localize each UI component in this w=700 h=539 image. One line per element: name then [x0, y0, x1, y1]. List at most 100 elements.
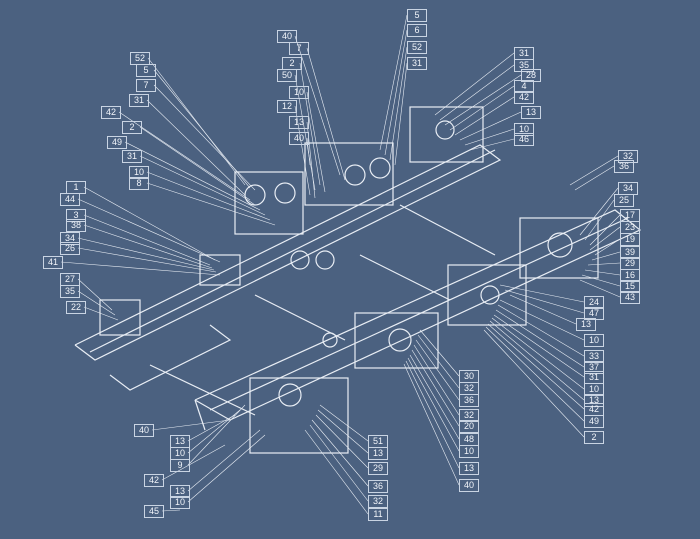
callout-label: 7: [136, 79, 156, 92]
leader-line: [581, 274, 621, 287]
callout-label: 26: [60, 242, 80, 255]
callout-label: 31: [407, 57, 427, 70]
callout-label: 2: [584, 431, 604, 444]
leader-line: [161, 444, 226, 481]
callout-label: 33: [584, 350, 604, 363]
leader-line: [417, 334, 460, 389]
leader-line: [60, 261, 221, 276]
leader-line: [77, 290, 116, 316]
leader-line: [584, 269, 621, 276]
leader-line: [187, 429, 261, 492]
callout-label: 28: [521, 69, 541, 82]
leader-line: [161, 509, 181, 512]
leader-line: [306, 91, 326, 193]
leader-line: [384, 29, 408, 156]
callout-label: 50: [277, 69, 297, 82]
leader-line: [487, 323, 585, 410]
leader-line: [317, 409, 369, 454]
leader-line: [407, 357, 460, 452]
leader-line: [139, 155, 266, 216]
callout-label: 40: [277, 30, 297, 43]
leader-line: [394, 62, 408, 166]
leader-line: [83, 224, 213, 269]
callout-label: 20: [459, 420, 479, 433]
leader-line: [459, 111, 522, 141]
leader-line: [491, 317, 585, 390]
callout-label: 3: [66, 209, 86, 222]
callout-label: 36: [368, 480, 388, 493]
callout-label: 13: [170, 485, 190, 498]
leader-line: [294, 105, 311, 196]
callout-label: 16: [620, 269, 640, 282]
leader-line: [309, 424, 369, 502]
leader-line: [306, 47, 346, 181]
callout-label: 39: [620, 246, 640, 259]
callout-label: 38: [66, 219, 86, 232]
leader-line: [151, 419, 231, 431]
leader-line: [77, 278, 113, 311]
callout-label: 42: [514, 91, 534, 104]
leader-line: [405, 360, 460, 469]
leader-line: [77, 198, 221, 263]
leader-line: [153, 84, 256, 191]
leader-line: [444, 74, 522, 126]
callout-label: 32: [368, 495, 388, 508]
callout-label: 52: [407, 41, 427, 54]
leader-line: [485, 326, 585, 422]
leader-line: [147, 57, 246, 186]
callout-label: 35: [514, 59, 534, 72]
callout-label: 44: [60, 193, 80, 206]
callout-label: 32: [618, 150, 638, 163]
callout-label: 31: [129, 94, 149, 107]
leader-line: [153, 69, 251, 189]
leader-line: [589, 226, 621, 251]
leader-line: [594, 238, 621, 256]
leader-line: [469, 138, 515, 151]
callout-label: 10: [584, 334, 604, 347]
callout-label: 7: [289, 42, 309, 55]
leader-line: [77, 247, 217, 273]
leader-line: [294, 35, 341, 176]
callout-label: 36: [459, 394, 479, 407]
leader-line: [83, 186, 216, 261]
leader-line: [389, 46, 408, 161]
leader-line: [434, 52, 515, 116]
callout-label: 34: [60, 232, 80, 245]
callout-label: 45: [144, 505, 164, 518]
callout-label: 4: [514, 80, 534, 93]
leader-line: [587, 262, 621, 266]
leader-line: [299, 62, 321, 186]
leader-line: [584, 199, 615, 241]
leader-line: [319, 404, 369, 442]
leader-line: [315, 414, 369, 469]
callout-label: 13: [459, 462, 479, 475]
leader-line: [187, 409, 241, 454]
callout-label: 19: [620, 233, 640, 246]
callout-label: 11: [368, 508, 388, 521]
callout-label: 12: [277, 100, 297, 113]
leader-line: [83, 306, 119, 321]
callout-label: 42: [144, 474, 164, 487]
callout-label: 43: [620, 291, 640, 304]
leader-line: [419, 329, 460, 377]
leader-line: [569, 155, 619, 186]
leader-line: [187, 404, 246, 466]
callout-label: 40: [459, 479, 479, 492]
callout-label: 10: [170, 496, 190, 509]
leader-line: [574, 165, 615, 191]
callout-label: 13: [368, 447, 388, 460]
callout-label: 15: [620, 280, 640, 293]
leader-line: [499, 299, 585, 341]
leader-line: [411, 349, 460, 427]
callout-label: 49: [107, 136, 127, 149]
leader-line: [497, 304, 585, 357]
callout-label: 35: [60, 285, 80, 298]
leader-line: [77, 237, 215, 271]
leader-line: [489, 320, 585, 401]
callout-label: 2: [122, 121, 142, 134]
callout-label: 25: [614, 194, 634, 207]
leader-line: [591, 251, 621, 261]
leader-line: [409, 354, 460, 440]
leader-line: [146, 171, 271, 221]
